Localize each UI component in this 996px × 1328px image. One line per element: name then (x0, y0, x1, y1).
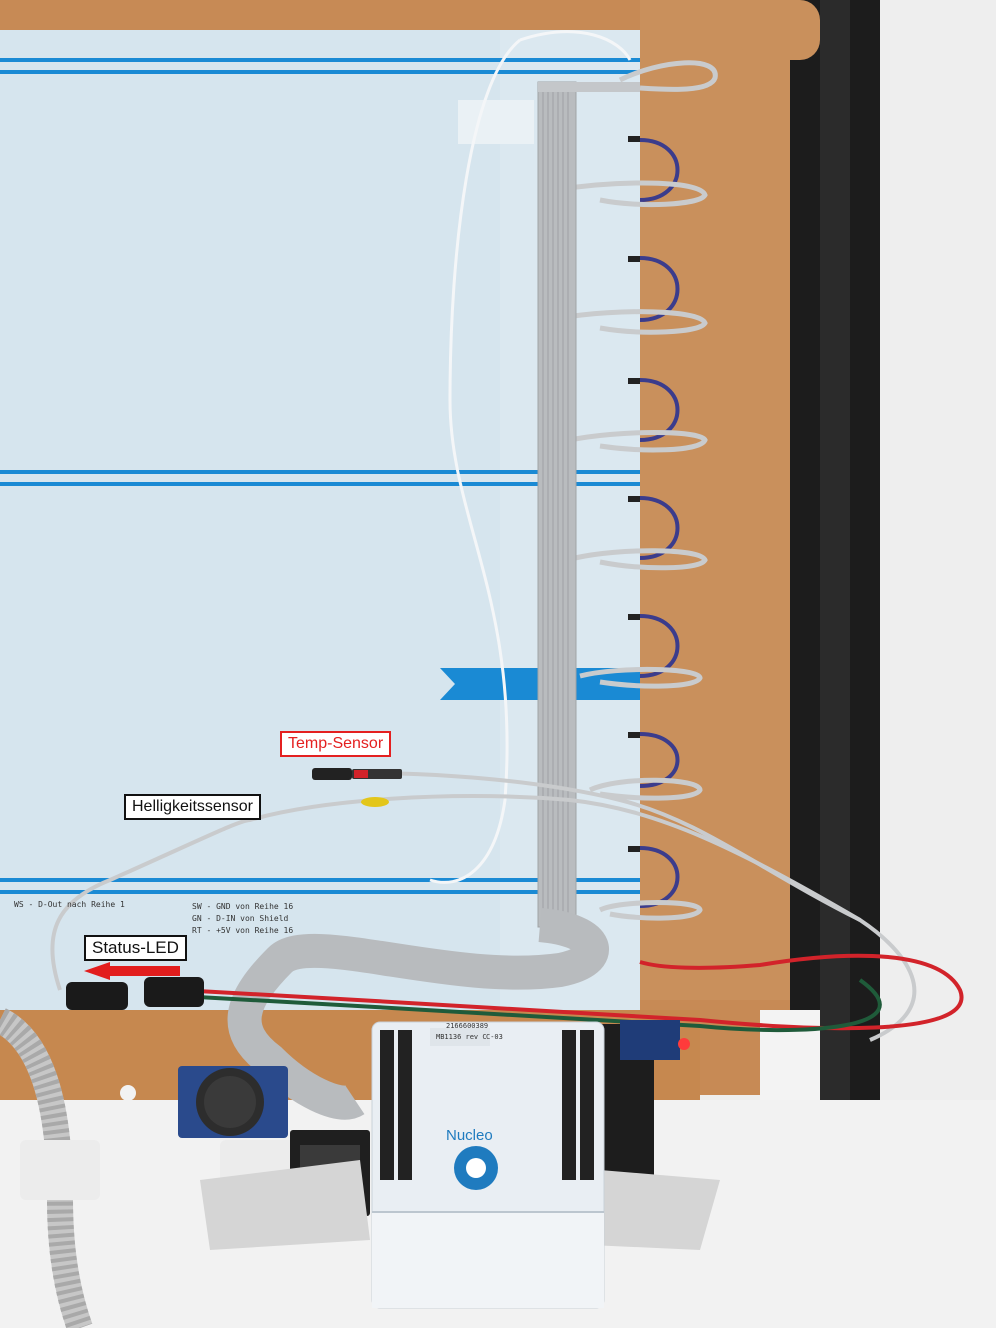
tape-line (0, 70, 640, 74)
nucleo-label-area (430, 1028, 490, 1046)
note-ws-line: WS - D-Out nach Reihe 1 (14, 900, 125, 909)
wood-highlight (640, 0, 790, 1000)
tape-line (0, 890, 640, 894)
note-sw-line: SW - GND von Reihe 16 (192, 902, 294, 911)
blue-sub-board (620, 1020, 680, 1060)
row-connector-wires (639, 138, 680, 908)
label-temp-sensor: Temp-Sensor (280, 731, 392, 757)
board-model: MB1136 rev C (436, 1033, 487, 1041)
header-right (562, 1030, 576, 1180)
nucleo-logo-center (466, 1158, 486, 1178)
header-left-2 (398, 1030, 412, 1180)
picture-frame-inner (820, 0, 850, 1190)
white-wire (429, 30, 632, 884)
row-connector-loops (554, 60, 718, 921)
header-right-2 (580, 1030, 594, 1180)
tape-line (0, 58, 640, 62)
tape-line (0, 470, 640, 474)
header-left (380, 1030, 394, 1180)
board-revision: C-03 (486, 1033, 503, 1041)
temp-sensor-red (354, 770, 368, 778)
connector-stubs (628, 136, 640, 852)
tape-line (0, 878, 640, 882)
rtc-coin-cell-face (204, 1076, 256, 1128)
tape-patch (458, 100, 534, 144)
yellow-splice (361, 797, 389, 807)
status-led-arrow (84, 962, 180, 980)
mounting-plate (20, 1140, 100, 1200)
masking-tape (590, 1170, 720, 1250)
status-led-heatshrink (144, 977, 204, 1007)
note-gn-line: GN - D-IN von Shield (192, 914, 289, 923)
label-brightness-sensor: Helligkeitssensor (124, 794, 261, 820)
red-power-led (678, 1038, 690, 1050)
power-wire-red (179, 953, 964, 1031)
status-led-housing (66, 982, 128, 1010)
wood-corner (740, 0, 820, 60)
nucleo-st-link (372, 1212, 604, 1308)
note-rt-line: RT - +5V von Reihe 16 (192, 926, 294, 935)
masking-tape (200, 1160, 370, 1250)
board-serial: 2166600389 (446, 1022, 489, 1030)
board-brand: Nucleo (446, 1127, 493, 1144)
sensor-cable (50, 794, 917, 1042)
board-hole (120, 1085, 136, 1101)
ribbon-top (538, 82, 640, 92)
label-status-led: Status-LED (84, 935, 187, 961)
temp-sensor-body (312, 768, 352, 780)
board-hole (122, 1116, 138, 1132)
tape-line (0, 482, 640, 486)
